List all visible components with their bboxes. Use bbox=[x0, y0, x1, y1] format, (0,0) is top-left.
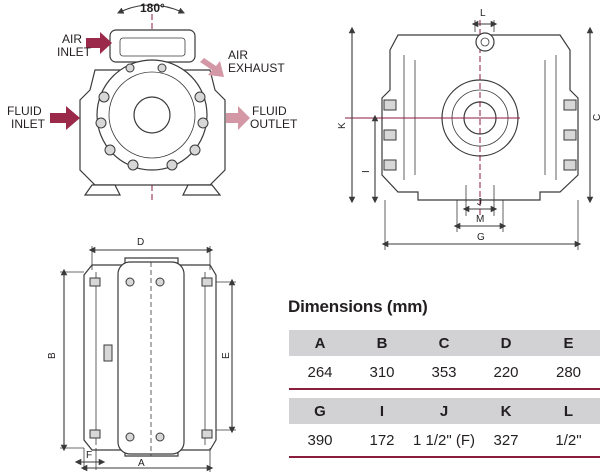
value-cell: 172 bbox=[351, 424, 413, 458]
dim-K: K bbox=[337, 122, 348, 129]
center-port bbox=[133, 96, 171, 134]
fluid-outlet-label-1: FLUID bbox=[252, 104, 287, 118]
header-cell: A bbox=[289, 330, 351, 356]
value-cell: 220 bbox=[475, 356, 537, 390]
table-value-row: 264 310 353 220 280 bbox=[289, 356, 600, 390]
air-inlet-label-2: INLET bbox=[57, 45, 92, 59]
value-cell: 264 bbox=[289, 356, 351, 390]
top-view: D B E F A bbox=[47, 237, 236, 472]
header-cell: G bbox=[289, 398, 351, 424]
dimensions-title: Dimensions (mm) bbox=[288, 297, 428, 316]
rotation-label: 180° bbox=[140, 1, 165, 15]
dimensions-table: A B C D E 264 310 353 220 280 G I J K L … bbox=[289, 330, 600, 458]
dim-E: E bbox=[221, 352, 232, 359]
header-cell: K bbox=[475, 398, 537, 424]
air-port bbox=[475, 32, 495, 52]
front-view: 180° AIR INLET bbox=[7, 1, 298, 200]
table-spacer bbox=[289, 389, 600, 398]
table-header-row: G I J K L bbox=[289, 398, 600, 424]
header-cell: I bbox=[351, 398, 413, 424]
chamber-ring bbox=[108, 71, 196, 159]
value-cell: 327 bbox=[475, 424, 537, 458]
table-value-row: 390 172 1 1/2" (F) 327 1/2" bbox=[289, 424, 600, 458]
foot-right bbox=[182, 184, 222, 196]
dim-F: F bbox=[86, 450, 92, 461]
air-inlet-arrow bbox=[86, 32, 112, 54]
dim-J: J bbox=[477, 197, 482, 208]
cover-bolts bbox=[95, 63, 209, 171]
air-exhaust-arrow bbox=[200, 58, 224, 77]
value-cell: 310 bbox=[351, 356, 413, 390]
fluid-outlet-arrow bbox=[226, 106, 250, 130]
dim-D: D bbox=[137, 237, 144, 248]
air-valve-block bbox=[109, 29, 196, 63]
fluid-inlet-arrow bbox=[50, 106, 80, 130]
dim-C: C bbox=[592, 114, 600, 121]
header-cell: E bbox=[537, 330, 600, 356]
header-cell: L bbox=[537, 398, 600, 424]
air-exhaust-label-1: AIR bbox=[228, 48, 248, 62]
air-exhaust-label-2: EXHAUST bbox=[228, 61, 285, 75]
header-cell: B bbox=[351, 330, 413, 356]
rotation-arrow bbox=[117, 4, 186, 14]
header-cell: J bbox=[413, 398, 475, 424]
foot-left bbox=[83, 184, 121, 196]
value-cell: 280 bbox=[537, 356, 600, 390]
table-header-row: A B C D E bbox=[289, 330, 600, 356]
value-cell: 1 1/2" (F) bbox=[413, 424, 475, 458]
dim-G: G bbox=[477, 232, 485, 243]
header-cell: C bbox=[413, 330, 475, 356]
fluid-inlet-label-2: INLET bbox=[11, 117, 46, 131]
dim-A: A bbox=[138, 458, 145, 469]
dim-I: I bbox=[361, 170, 372, 173]
top-bolts bbox=[89, 277, 213, 442]
dim-B: B bbox=[47, 352, 58, 359]
air-valve-cap bbox=[119, 37, 186, 57]
dim-M: M bbox=[476, 214, 484, 225]
air-inlet-label-1: AIR bbox=[62, 32, 82, 46]
side-bolts bbox=[383, 99, 577, 171]
value-cell: 1/2" bbox=[537, 424, 600, 458]
value-cell: 353 bbox=[413, 356, 475, 390]
fluid-outlet-label-2: OUTLET bbox=[250, 117, 298, 131]
fluid-inlet-label-1: FLUID bbox=[7, 104, 42, 118]
side-view: L K C I J M G bbox=[337, 8, 600, 250]
value-cell: 390 bbox=[289, 424, 351, 458]
dim-L: L bbox=[480, 8, 486, 19]
header-cell: D bbox=[475, 330, 537, 356]
